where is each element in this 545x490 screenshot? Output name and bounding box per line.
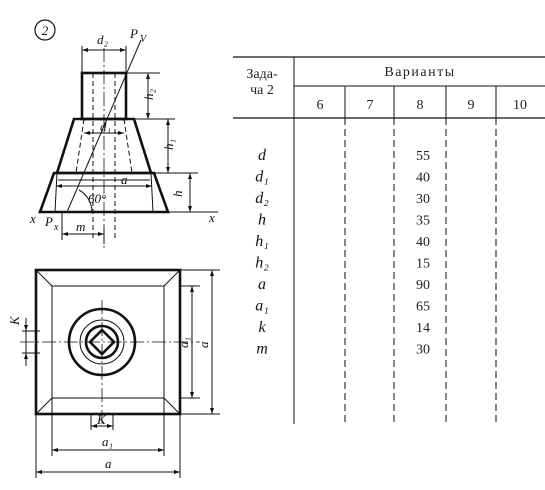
label-px-sub: x [53,222,59,233]
label-d2: d₂ [97,32,109,47]
variant-8-value: 35 [416,214,430,229]
label-d1: d₁ [100,119,111,134]
variant-8-value: 55 [416,149,430,164]
parameter-label: d [258,147,267,164]
variant-column-6: 6 [317,98,324,113]
task-number-badge: 2 [34,19,56,41]
label-a-front: a [121,172,128,187]
label-h: h [170,191,185,198]
parameter-label: h₁ [255,233,269,250]
label-k-left: K [7,315,22,326]
variant-8-value: 14 [416,321,430,336]
parameter-label: k [258,319,266,336]
variants-table: Зада- ча 2 Варианты 6 7 8 9 10 d d₁ d₂ h h₁ h₂ a a₁… [233,56,545,424]
table-header-task-line2: ча 2 [250,83,274,98]
label-x-left: x [29,211,36,226]
top-view: K a₁ a K a₁ a [7,268,220,478]
variant-column-10: 10 [513,98,527,113]
parameter-labels: d d₁ d₂ h h₁ h₂ a a₁ km [255,147,269,358]
parameter-label: a₁ [255,298,269,315]
variant-8-value: 40 [416,171,430,186]
label-h1: h₁ [161,139,176,150]
label-x-right: x [208,210,215,225]
variant-8-value: 30 [416,343,430,358]
variant-column-7: 7 [367,98,374,113]
label-m: m [76,219,85,234]
parameter-label: d₂ [255,190,269,207]
variant-column-8: 8 [417,98,424,113]
label-angle: 60° [88,191,106,206]
label-h2: h₂ [141,89,156,101]
parameter-label: h [258,212,266,229]
label-px: P [44,214,53,229]
variant-8-value: 15 [416,257,430,272]
variant-8-value: 90 [416,278,430,293]
label-pv: P [129,26,138,41]
label-pv-sub: V [140,34,148,45]
parameter-label: a [258,276,266,293]
variant-8-value: 30 [416,192,430,207]
parameter-label: h₂ [255,255,269,272]
front-view: d₂ P V d₁ h₂ h₁ a h 60° x P x m x [29,26,218,248]
parameter-label: m [256,341,268,358]
parameter-label: d₁ [255,169,269,186]
variant-8-values: 55 40 30 35 40 15 90 65 14 30 [416,149,430,358]
label-a1-bottom: a₁ [102,434,113,449]
label-a-bottom: a [105,456,112,471]
table-header-task-line1: Зада- [246,67,278,82]
variant-8-value: 40 [416,235,430,250]
table-header-variants: Варианты [384,65,455,80]
label-a-right: a [196,341,211,348]
variant-column-9: 9 [468,98,475,113]
variant-column-headers: 6 7 8 9 10 [317,98,528,113]
task-number: 2 [42,23,49,38]
label-k-bottom: K [96,412,107,427]
label-a1-right: a₁ [176,337,191,348]
variant-8-value: 65 [416,300,430,315]
